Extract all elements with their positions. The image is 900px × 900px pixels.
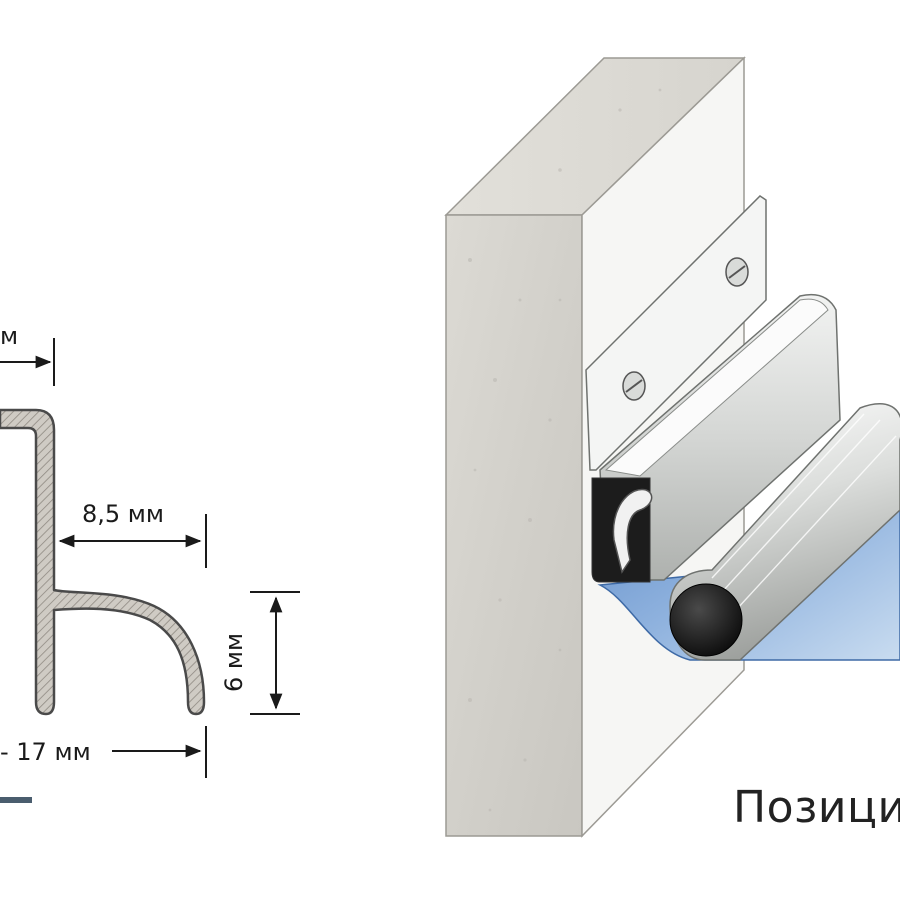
width-85-label: 8,5 мм bbox=[82, 500, 164, 528]
liner-clip bbox=[612, 488, 653, 574]
screw-icon bbox=[622, 371, 646, 401]
profile-upper-top bbox=[604, 298, 829, 477]
mounting-illustration bbox=[444, 56, 900, 838]
screw-icon bbox=[725, 257, 749, 287]
profile-upper-body bbox=[599, 293, 841, 581]
legend-bar bbox=[0, 797, 32, 803]
profile-cross-section: м 8,5 мм 6 мм - 17 мм bbox=[0, 322, 300, 803]
wall-front-face bbox=[445, 214, 583, 837]
wall-texture bbox=[468, 88, 662, 812]
bottom-dimension-label: - 17 мм bbox=[0, 738, 91, 766]
sealing-bead bbox=[669, 583, 743, 657]
profile-section-shape bbox=[0, 408, 206, 716]
position-caption: Позици bbox=[733, 782, 900, 833]
mounting-plate bbox=[585, 195, 767, 471]
top-dimension-label: м bbox=[0, 322, 18, 350]
tube-highlights bbox=[711, 413, 897, 611]
height-label: 6 мм bbox=[220, 633, 248, 692]
